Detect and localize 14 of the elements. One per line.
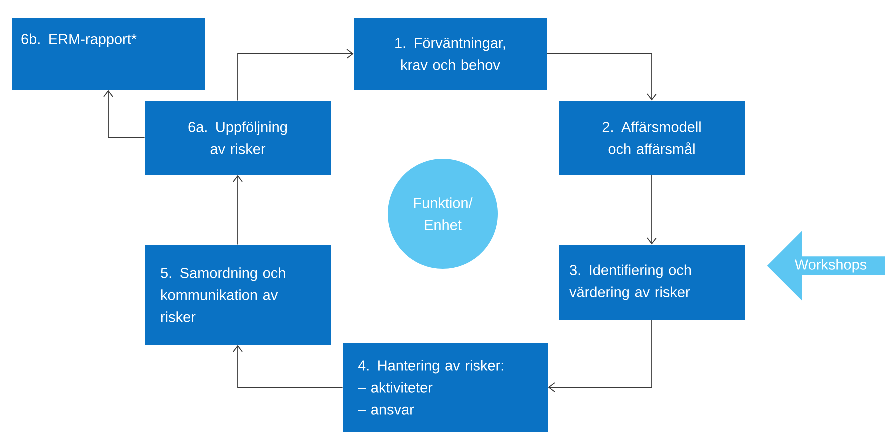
arrow — [238, 49, 354, 102]
process-box: 6b. ERM-rapport* — [12, 18, 205, 90]
arrow — [548, 320, 652, 392]
arrow — [233, 175, 243, 246]
process-box: 6a. Uppföljning av risker — [145, 101, 331, 175]
arrow — [546, 54, 657, 101]
process-box: 2. Affärsmodell och affärsmål — [559, 101, 745, 175]
arrow — [647, 174, 657, 245]
process-box: 5. Samordning och kommunikation av risker — [145, 245, 331, 345]
process-box: 3. Identifiering och värdering av risker — [559, 245, 745, 320]
process-box: 4. Hantering av risker: – aktiviteter – ansvar — [343, 343, 548, 432]
arrow — [104, 90, 146, 138]
arrow — [233, 345, 344, 388]
process-box: 1. Förväntningar, krav och behov — [354, 18, 547, 90]
